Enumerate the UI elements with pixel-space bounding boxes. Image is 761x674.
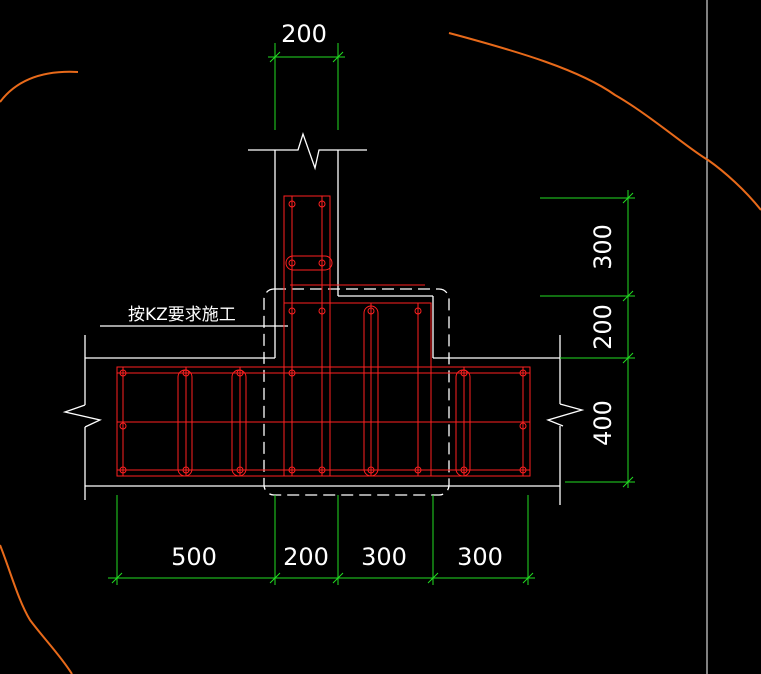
bottom-dimension-300b: 300 [457,543,503,571]
construction-note: 按KZ要求施工 [128,305,236,325]
dashed-boundary [263,288,450,496]
rebar-cage [116,195,531,477]
right-dimension-300: 300 [589,224,617,270]
dimension-lines [108,43,635,585]
column-break-line [248,131,367,171]
bottom-dimension-500: 500 [171,543,217,571]
top-dimension-label: 200 [281,20,327,48]
orange-arcs [0,32,761,674]
left-end-break [62,404,102,428]
tie-5 [285,255,333,271]
arc-top-right [448,32,761,211]
right-dimension-200: 200 [589,304,617,350]
right-dimension-400: 400 [589,400,617,446]
bottom-dimension-300a: 300 [361,543,407,571]
right-end-break [546,403,585,427]
tie-4 [455,369,471,477]
arc-top-left [0,70,79,103]
column-outer-stirrup [283,195,331,477]
concrete-outline [62,131,585,505]
tie-2 [231,369,247,477]
tie-3 [363,305,379,477]
arc-bottom-left [0,544,73,674]
tie-1 [177,369,193,477]
step-stirrup [283,302,432,477]
bottom-dimension-200: 200 [283,543,329,571]
